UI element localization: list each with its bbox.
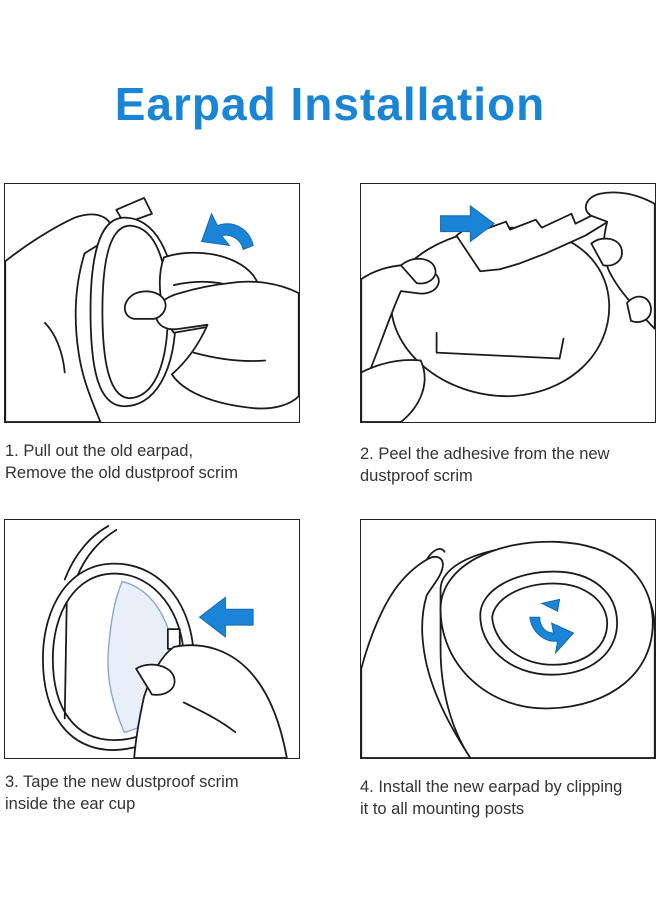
- right-hand-crease: [192, 351, 266, 362]
- right-finger: [590, 237, 623, 267]
- install-earpad-drawing: [361, 540, 655, 758]
- page-title: Earpad Installation: [114, 78, 546, 130]
- left-hand: [361, 556, 472, 758]
- earpad-inner-ring: [491, 582, 609, 666]
- left-arrow-icon: [198, 596, 254, 639]
- step-4-illustration: [360, 519, 656, 759]
- step-3-illustration: [4, 519, 300, 759]
- step-3-caption-line-1: 3. Tape the new dustproof scrim: [5, 773, 239, 791]
- right-thumb: [123, 290, 167, 320]
- step-1-caption: 1. Pull out the old earpad, Remove the o…: [5, 440, 238, 484]
- headband: [63, 525, 110, 581]
- earpad-opening: [479, 570, 618, 676]
- right-hand-crease: [182, 701, 237, 734]
- right-arrow-icon: [440, 204, 495, 243]
- right-knuckle: [626, 295, 652, 323]
- dustproof-scrim: [390, 226, 611, 398]
- pull-out-earpad-drawing: [5, 196, 299, 422]
- adhesive-strip: [455, 208, 613, 273]
- step-2-caption: 2. Peel the adhesive from the new dustpr…: [360, 443, 609, 487]
- scrim-tab: [435, 331, 565, 360]
- step-4-caption-line-2: it to all mounting posts: [360, 800, 525, 818]
- step-3-caption: 3. Tape the new dustproof scrim inside t…: [5, 771, 239, 815]
- step-1-caption-line-1: 1. Pull out the old earpad,: [5, 442, 194, 460]
- step-2-caption-line-2: dustproof scrim: [360, 467, 473, 485]
- step-1-illustration: [4, 183, 300, 423]
- left-hand-crease: [44, 321, 66, 374]
- step-4-caption-line-1: 4. Install the new earpad by clipping: [360, 778, 623, 796]
- curved-arrow-icon: [200, 212, 254, 251]
- peel-adhesive-drawing: [361, 191, 655, 422]
- right-hand: [154, 280, 299, 410]
- step-1-caption-line-2: Remove the old dustproof scrim: [5, 464, 238, 482]
- left-thumb: [425, 548, 446, 561]
- left-thumb: [400, 257, 437, 285]
- step-4-caption: 4. Install the new earpad by clipping it…: [360, 776, 622, 820]
- step-3-caption-line-2: inside the ear cup: [5, 795, 136, 813]
- step-2-caption-line-1: 2. Peel the adhesive from the new: [360, 445, 610, 463]
- step-2-illustration: [360, 183, 656, 423]
- left-wrist: [361, 359, 426, 422]
- rotate-arrow-icon: [529, 598, 575, 655]
- tape-scrim-drawing: [42, 525, 288, 758]
- cup-post-left: [63, 602, 68, 720]
- headband-inner: [75, 529, 118, 579]
- right-thumb: [135, 663, 176, 696]
